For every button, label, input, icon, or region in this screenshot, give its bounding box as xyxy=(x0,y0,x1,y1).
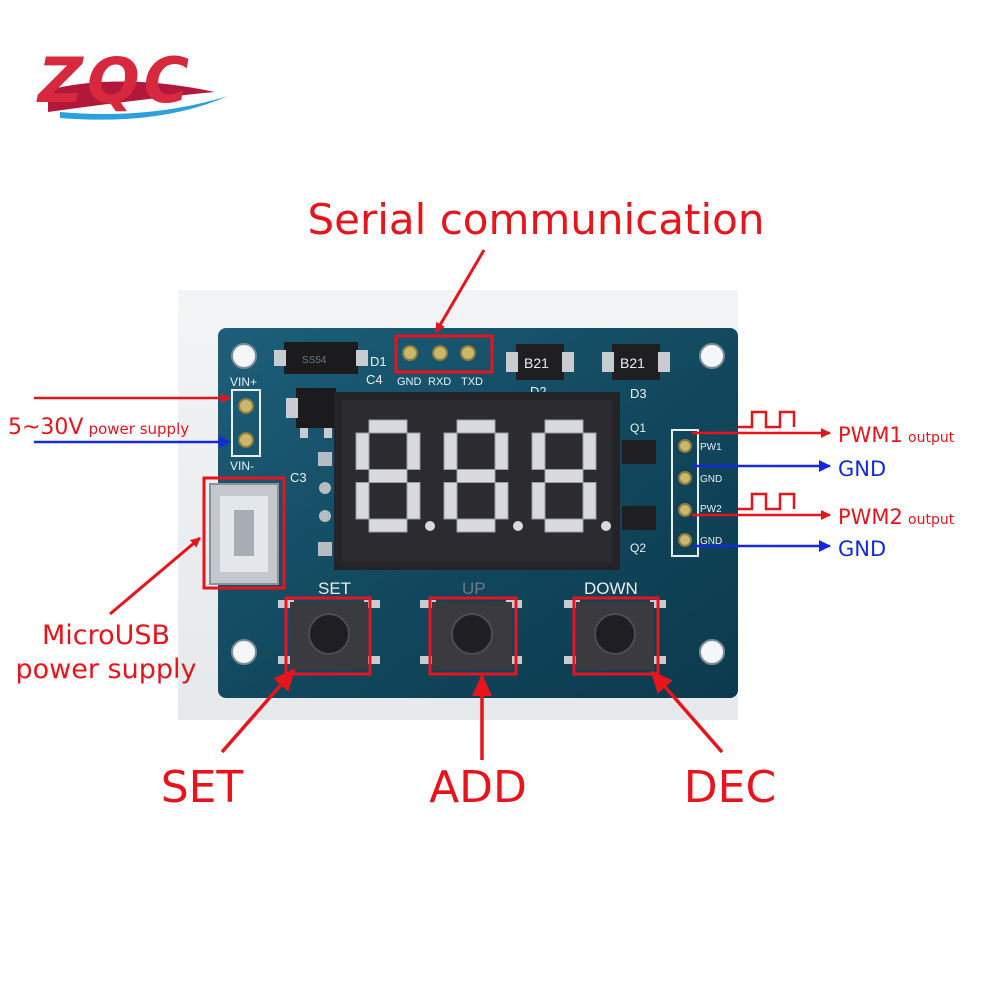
pwm1-suffix: output xyxy=(908,430,955,446)
down-button[interactable] xyxy=(564,600,666,670)
set-button[interactable] xyxy=(278,600,380,670)
display-decimal-point xyxy=(513,521,523,531)
display-segment xyxy=(531,432,546,470)
display-segment xyxy=(406,432,421,470)
display-segment xyxy=(544,419,584,434)
logo-text: ZQC xyxy=(36,44,193,117)
label-q2: Q2 xyxy=(630,541,646,555)
silk-down: DOWN xyxy=(584,579,638,598)
microusb-highlight xyxy=(202,476,286,590)
display-segment xyxy=(368,419,408,434)
display-segment xyxy=(582,482,597,520)
display-segment xyxy=(531,482,546,520)
pwm2-label: PWM2 output xyxy=(838,505,955,529)
gnd2-label: GND xyxy=(838,537,886,561)
add-label: ADD xyxy=(429,762,527,813)
pwm-pin-gnd2: GND xyxy=(700,536,722,547)
label-vin-plus: VIN+ xyxy=(230,375,257,389)
gnd1-label: GND xyxy=(838,457,886,481)
pwm-pin-gnd1: GND xyxy=(700,474,722,485)
svg-text:SS54: SS54 xyxy=(302,355,327,366)
microusb-arrow xyxy=(109,536,201,616)
zqc-logo: ZQC xyxy=(36,44,228,120)
pwm2-wave-icon xyxy=(738,492,796,511)
display-segment xyxy=(355,482,370,520)
display-digit xyxy=(531,419,611,533)
microusb-label-line2: power supply xyxy=(16,654,197,685)
pwm1-label: PWM1 output xyxy=(838,423,955,447)
d3-marking: B21 xyxy=(620,355,645,371)
display-digit xyxy=(443,419,523,533)
display-segment xyxy=(443,432,458,470)
serial-pin-gnd: GND xyxy=(397,376,422,388)
label-c4: C4 xyxy=(366,372,383,387)
dec-label: DEC xyxy=(684,762,776,813)
display-segment xyxy=(582,432,597,470)
label-d1: D1 xyxy=(370,354,387,369)
display-segment xyxy=(494,482,509,520)
display-segment xyxy=(406,482,421,520)
power-voltage-suffix: power supply xyxy=(89,420,190,438)
pwm1-text: PWM1 xyxy=(838,423,903,447)
serial-arrow xyxy=(434,249,486,333)
dec-arrow xyxy=(650,670,724,754)
serial-label: Serial communication xyxy=(308,195,765,244)
display-segment xyxy=(368,469,408,483)
display-decimal-point xyxy=(601,521,611,531)
microusb-port xyxy=(209,483,279,585)
label-vin-minus: VIN- xyxy=(230,459,254,473)
display-digits xyxy=(355,419,611,533)
display-decimal-point xyxy=(425,521,435,531)
power-voltage: 5~30V xyxy=(8,415,83,440)
display-segment xyxy=(456,469,496,483)
power-supply-label: 5~30V power supply xyxy=(8,415,189,440)
microusb-label-line1: MicroUSB xyxy=(42,620,170,651)
display-segment xyxy=(456,419,496,434)
pwm-pin-pw1: PW1 xyxy=(700,442,722,453)
set-label: SET xyxy=(161,762,244,813)
set-highlight xyxy=(284,596,372,676)
down-highlight xyxy=(572,596,660,676)
silk-up: UP xyxy=(462,579,486,598)
display-segment xyxy=(544,518,584,533)
pwm2-text: PWM2 xyxy=(838,505,903,529)
label-d3: D3 xyxy=(630,386,647,401)
d2-marking: B21 xyxy=(524,355,549,371)
display-segment xyxy=(544,469,584,483)
display-segment xyxy=(456,518,496,533)
silk-set: SET xyxy=(318,579,351,598)
label-c3: C3 xyxy=(290,470,307,485)
display-digit xyxy=(355,419,435,533)
display-segment xyxy=(443,482,458,520)
set-arrow xyxy=(220,668,296,754)
up-button[interactable] xyxy=(420,600,522,670)
callout-arrows xyxy=(34,249,831,760)
pwm-pin-pw2: PW2 xyxy=(700,504,722,515)
callout-labels: Serial communication 5~30V power supply … xyxy=(8,195,955,813)
serial-pin-txd: TXD xyxy=(461,376,483,388)
pwm2-suffix: output xyxy=(908,512,955,528)
display-segment xyxy=(355,432,370,470)
display-segment xyxy=(368,518,408,533)
label-q1: Q1 xyxy=(630,421,646,435)
serial-pin-rxd: RXD xyxy=(428,376,451,388)
pwm1-wave-icon xyxy=(738,410,796,429)
display-segment xyxy=(494,432,509,470)
serial-highlight xyxy=(394,334,494,374)
